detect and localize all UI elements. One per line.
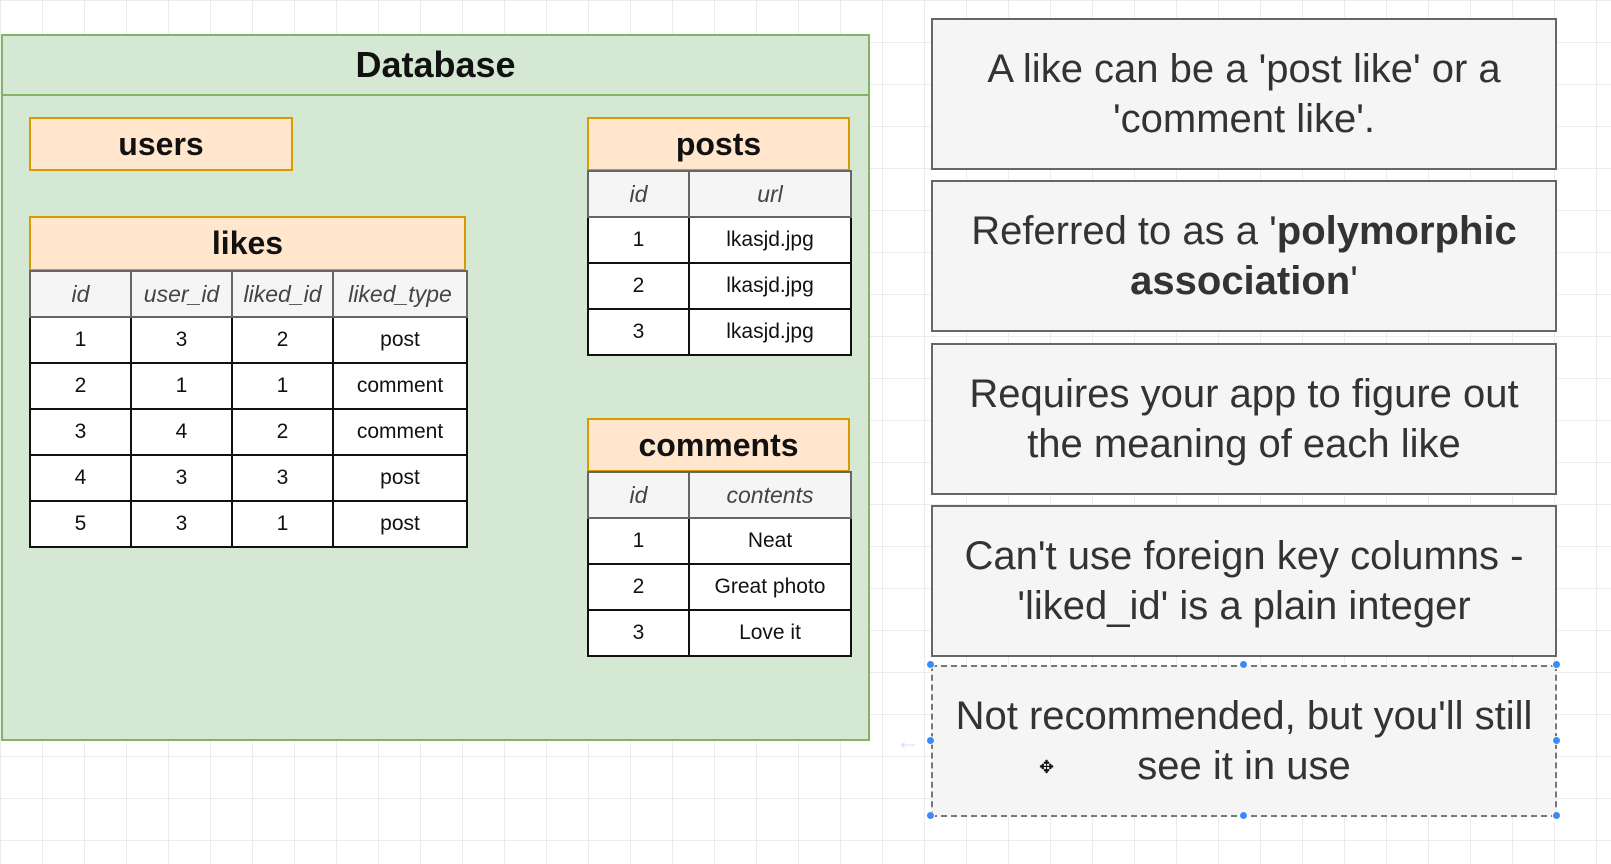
column-header: contents: [688, 471, 852, 519]
note-app-figures-meaning[interactable]: Requires your app to figure out the mean…: [931, 343, 1557, 495]
table-row: 3 4 2 comment: [29, 408, 468, 456]
table-cell: comment: [332, 408, 468, 456]
database-title: Database: [3, 36, 868, 96]
table-cell: Great photo: [688, 563, 852, 611]
table-cell: 3: [130, 500, 233, 548]
table-cell: 1: [587, 216, 690, 264]
table-cell: 3: [130, 454, 233, 502]
table-cell: post: [332, 316, 468, 364]
resize-handle-left[interactable]: [926, 736, 935, 745]
note-text: A like can be a 'post like' or a 'commen…: [987, 47, 1501, 141]
resize-handle-top-right[interactable]: [1552, 660, 1561, 669]
table-cell: 1: [29, 316, 132, 364]
resize-handle-bottom-right[interactable]: [1552, 811, 1561, 820]
column-header: liked_type: [332, 270, 468, 318]
table-cell: lkasjd.jpg: [688, 216, 852, 264]
table-row: 1 3 2 post: [29, 316, 468, 364]
resize-handle-top[interactable]: [1239, 660, 1248, 669]
table-cell: 4: [130, 408, 233, 456]
table-cell: 3: [587, 308, 690, 356]
table-cell: 1: [231, 362, 334, 410]
table-row: 1 Neat: [587, 517, 852, 565]
table-cell: 2: [231, 316, 334, 364]
table-cell: lkasjd.jpg: [688, 308, 852, 356]
table-header-row: id user_id liked_id liked_type: [29, 270, 468, 318]
column-header: liked_id: [231, 270, 334, 318]
column-header: url: [688, 170, 852, 218]
users-table-title[interactable]: users: [29, 117, 293, 171]
note-polymorphic-association[interactable]: Referred to as a 'polymorphic associatio…: [931, 180, 1557, 332]
table-cell: 3: [29, 408, 132, 456]
arrow-left-icon[interactable]: ←: [896, 728, 920, 755]
comments-table[interactable]: id contents 1 Neat 2 Great photo 3 Love …: [587, 471, 852, 657]
table-row: 2 lkasjd.jpg: [587, 262, 852, 310]
table-cell: Love it: [688, 609, 852, 657]
table-row: 3 lkasjd.jpg: [587, 308, 852, 356]
table-cell: lkasjd.jpg: [688, 262, 852, 310]
comments-table-title[interactable]: comments: [587, 418, 850, 472]
table-cell: 4: [29, 454, 132, 502]
table-row: 3 Love it: [587, 609, 852, 657]
table-cell: 5: [29, 500, 132, 548]
note-text: Requires your app to figure out the mean…: [969, 372, 1519, 466]
note-text: Can't use foreign key columns - 'liked_i…: [964, 534, 1524, 628]
table-cell: 3: [130, 316, 233, 364]
table-row: 1 lkasjd.jpg: [587, 216, 852, 264]
column-header: id: [587, 170, 690, 218]
table-cell: 2: [29, 362, 132, 410]
table-row: 2 1 1 comment: [29, 362, 468, 410]
table-header-row: id url: [587, 170, 852, 218]
table-row: 4 3 3 post: [29, 454, 468, 502]
likes-table-title[interactable]: likes: [29, 216, 466, 271]
column-header: user_id: [130, 270, 233, 318]
table-row: 5 3 1 post: [29, 500, 468, 548]
table-cell: 1: [587, 517, 690, 565]
likes-table[interactable]: id user_id liked_id liked_type 1 3 2 pos…: [29, 270, 468, 548]
column-header: id: [29, 270, 132, 318]
table-cell: 3: [231, 454, 334, 502]
table-cell: post: [332, 500, 468, 548]
table-cell: 2: [587, 563, 690, 611]
column-header: id: [587, 471, 690, 519]
table-cell: 2: [231, 408, 334, 456]
table-row: 2 Great photo: [587, 563, 852, 611]
note-text: Referred to as a 'polymorphic associatio…: [971, 209, 1517, 303]
posts-table[interactable]: id url 1 lkasjd.jpg 2 lkasjd.jpg 3 lkasj…: [587, 170, 852, 356]
resize-handle-bottom-left[interactable]: [926, 811, 935, 820]
note-text: Not recommended, but you'll still see it…: [955, 694, 1533, 788]
table-cell: Neat: [688, 517, 852, 565]
note-not-recommended[interactable]: Not recommended, but you'll still see it…: [931, 665, 1557, 817]
note-no-foreign-key[interactable]: Can't use foreign key columns - 'liked_i…: [931, 505, 1557, 657]
table-cell: 2: [587, 262, 690, 310]
table-cell: 3: [587, 609, 690, 657]
table-cell: post: [332, 454, 468, 502]
resize-handle-right[interactable]: [1552, 736, 1561, 745]
posts-table-title[interactable]: posts: [587, 117, 850, 171]
note-bold-text: polymorphic association: [1130, 209, 1517, 303]
table-cell: 1: [231, 500, 334, 548]
table-cell: 1: [130, 362, 233, 410]
move-cursor-icon: ✥: [1039, 757, 1055, 777]
table-header-row: id contents: [587, 471, 852, 519]
table-cell: comment: [332, 362, 468, 410]
resize-handle-bottom[interactable]: [1239, 811, 1248, 820]
note-post-or-comment-like[interactable]: A like can be a 'post like' or a 'commen…: [931, 18, 1557, 170]
resize-handle-top-left[interactable]: [926, 660, 935, 669]
